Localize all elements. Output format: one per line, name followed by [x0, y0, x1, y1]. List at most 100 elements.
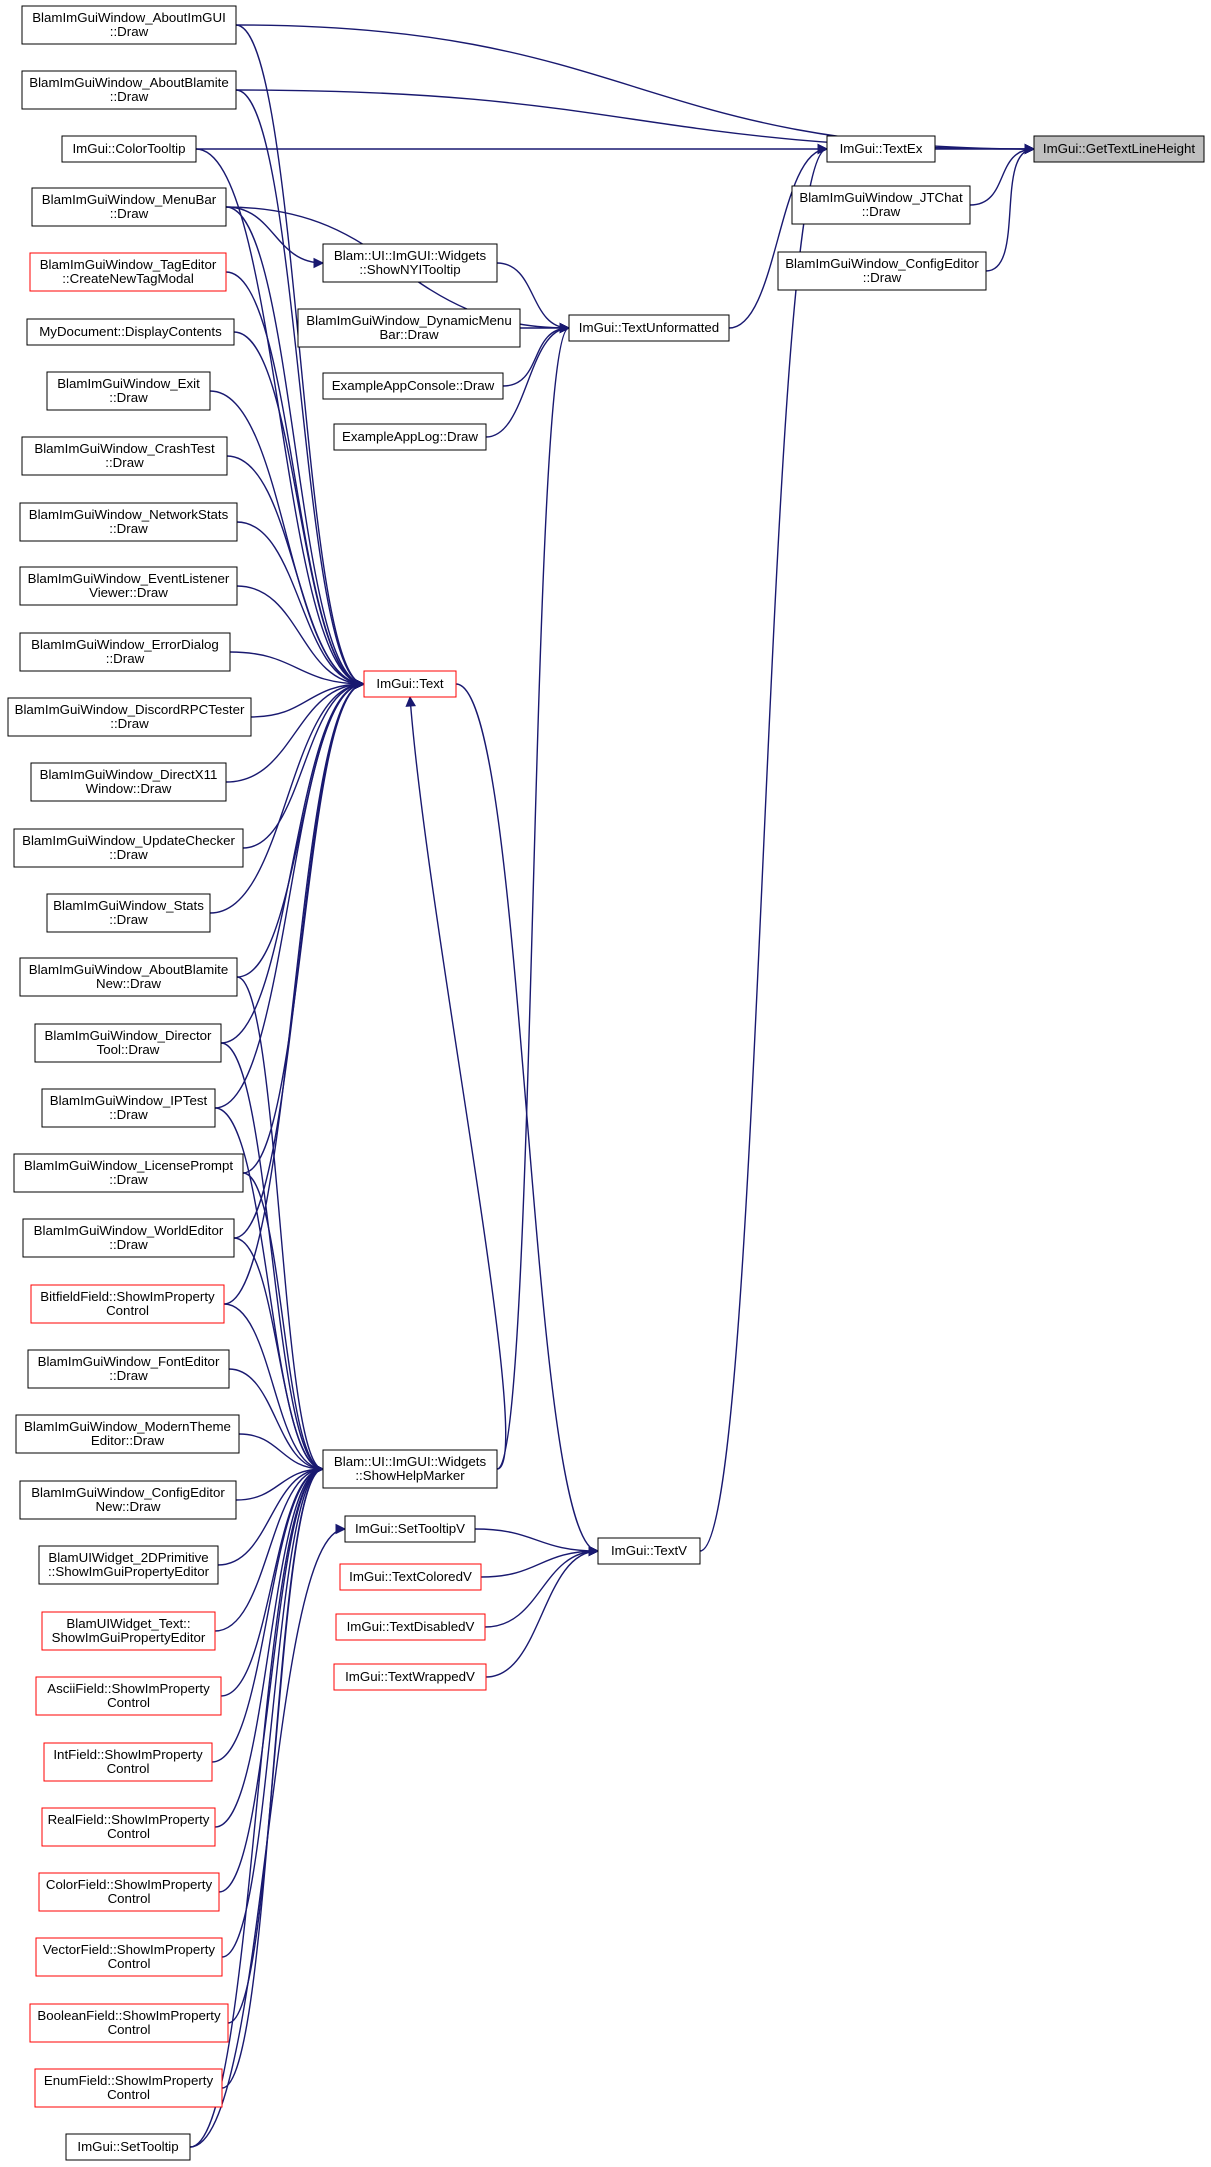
node-box[interactable]: [46, 893, 211, 933]
node-networkstats[interactable]: BlamImGuiWindow_NetworkStats::Draw: [19, 502, 238, 542]
node-box[interactable]: [297, 308, 521, 348]
node-worldeditor[interactable]: BlamImGuiWindow_WorldEditor::Draw: [22, 1218, 235, 1258]
node-textdisabledv[interactable]: ImGui::TextDisabledV: [335, 1613, 486, 1641]
node-aboutblamite[interactable]: BlamImGuiWindow_AboutBlamite::Draw: [21, 70, 237, 110]
node-box[interactable]: [26, 318, 235, 346]
node-box[interactable]: [34, 1023, 222, 1063]
node-box[interactable]: [333, 1663, 487, 1691]
node-box[interactable]: [38, 1872, 220, 1912]
node-fonteditor[interactable]: BlamImGuiWindow_FontEditor::Draw: [27, 1349, 230, 1389]
node-textv[interactable]: ImGui::TextV: [597, 1537, 701, 1565]
node-box[interactable]: [13, 1153, 244, 1193]
node-box[interactable]: [19, 1480, 237, 1520]
node-box[interactable]: [38, 1545, 219, 1585]
node-box[interactable]: [19, 502, 238, 542]
node-box[interactable]: [335, 1613, 486, 1641]
node-box[interactable]: [826, 135, 936, 163]
node-stats[interactable]: BlamImGuiWindow_Stats::Draw: [46, 893, 211, 933]
node-box[interactable]: [339, 1563, 482, 1591]
node-box[interactable]: [7, 697, 252, 737]
node-box[interactable]: [29, 2003, 229, 2043]
node-box[interactable]: [322, 372, 504, 400]
node-box[interactable]: [322, 243, 498, 283]
node-box[interactable]: [322, 1449, 498, 1489]
node-box[interactable]: [15, 1414, 240, 1454]
node-textunformatted[interactable]: ImGui::TextUnformatted: [568, 314, 730, 342]
node-shownyi[interactable]: Blam::UI::ImGUI::Widgets::ShowNYITooltip: [322, 243, 498, 283]
node-box[interactable]: [30, 762, 227, 802]
node-box[interactable]: [61, 135, 197, 163]
node-box[interactable]: [363, 670, 457, 698]
node-tageditor[interactable]: BlamImGuiWindow_TagEditor::CreateNewTagM…: [29, 252, 227, 292]
node-colortooltip[interactable]: ImGui::ColorTooltip: [61, 135, 197, 163]
node-box[interactable]: [791, 185, 971, 225]
node-applog[interactable]: ExampleAppLog::Draw: [333, 423, 487, 451]
node-licenseprompt[interactable]: BlamImGuiWindow_LicensePrompt::Draw: [13, 1153, 244, 1193]
node-text[interactable]: ImGui::Text: [363, 670, 457, 698]
node-textwrappedv[interactable]: ImGui::TextWrappedV: [333, 1663, 487, 1691]
node-showhelp[interactable]: Blam::UI::ImGUI::Widgets::ShowHelpMarker: [322, 1449, 498, 1489]
node-box[interactable]: [30, 1284, 225, 1324]
node-prim2d[interactable]: BlamUIWidget_2DPrimitive::ShowImGuiPrope…: [38, 1545, 219, 1585]
node-configeditor[interactable]: BlamImGuiWindow_ConfigEditor::Draw: [777, 251, 987, 291]
node-box[interactable]: [43, 1742, 213, 1782]
node-aboutimgui[interactable]: BlamImGuiWindow_AboutImGUI::Draw: [21, 5, 237, 45]
node-settooltip[interactable]: ImGui::SetTooltip: [65, 2133, 191, 2161]
node-box[interactable]: [35, 1937, 223, 1977]
node-discordrpc[interactable]: BlamImGuiWindow_DiscordRPCTester::Draw: [7, 697, 252, 737]
node-box[interactable]: [597, 1537, 701, 1565]
node-box[interactable]: [777, 251, 987, 291]
node-box[interactable]: [344, 1515, 476, 1543]
node-box[interactable]: [21, 5, 237, 45]
node-settooltipv[interactable]: ImGui::SetTooltipV: [344, 1515, 476, 1543]
node-menubar[interactable]: BlamImGuiWindow_MenuBar::Draw: [31, 187, 227, 227]
node-box[interactable]: [22, 1218, 235, 1258]
node-box[interactable]: [19, 566, 238, 606]
node-box[interactable]: [41, 1611, 216, 1651]
node-textcoloredv[interactable]: ImGui::TextColoredV: [339, 1563, 482, 1591]
node-uitext[interactable]: BlamUIWidget_Text::ShowImGuiPropertyEdit…: [41, 1611, 216, 1651]
node-box[interactable]: [35, 1676, 222, 1716]
node-appconsole[interactable]: ExampleAppConsole::Draw: [322, 372, 504, 400]
node-box[interactable]: [41, 1807, 216, 1847]
node-iptest[interactable]: BlamImGuiWindow_IPTest::Draw: [41, 1088, 216, 1128]
node-box[interactable]: [13, 828, 244, 868]
node-box[interactable]: [1033, 135, 1205, 163]
node-box[interactable]: [31, 187, 227, 227]
node-box[interactable]: [333, 423, 487, 451]
node-jtchat[interactable]: BlamImGuiWindow_JTChat::Draw: [791, 185, 971, 225]
node-exit[interactable]: BlamImGuiWindow_Exit::Draw: [46, 371, 211, 411]
node-gtlh[interactable]: ImGui::GetTextLineHeight: [1033, 135, 1205, 163]
node-textex[interactable]: ImGui::TextEx: [826, 135, 936, 163]
node-box[interactable]: [29, 252, 227, 292]
node-box[interactable]: [21, 436, 228, 476]
node-box[interactable]: [41, 1088, 216, 1128]
node-box[interactable]: [19, 632, 231, 672]
node-errordialog[interactable]: BlamImGuiWindow_ErrorDialog::Draw: [19, 632, 231, 672]
node-mydoc[interactable]: MyDocument::DisplayContents: [26, 318, 235, 346]
node-updatechecker[interactable]: BlamImGuiWindow_UpdateChecker::Draw: [13, 828, 244, 868]
node-box[interactable]: [27, 1349, 230, 1389]
node-box[interactable]: [46, 371, 211, 411]
node-crashtest[interactable]: BlamImGuiWindow_CrashTest::Draw: [21, 436, 228, 476]
node-box[interactable]: [568, 314, 730, 342]
node-box[interactable]: [65, 2133, 191, 2161]
node-box[interactable]: [19, 957, 238, 997]
node-box[interactable]: [34, 2068, 223, 2108]
node-eventlistener[interactable]: BlamImGuiWindow_EventListenerViewer::Dra…: [19, 566, 238, 606]
node-box[interactable]: [21, 70, 237, 110]
